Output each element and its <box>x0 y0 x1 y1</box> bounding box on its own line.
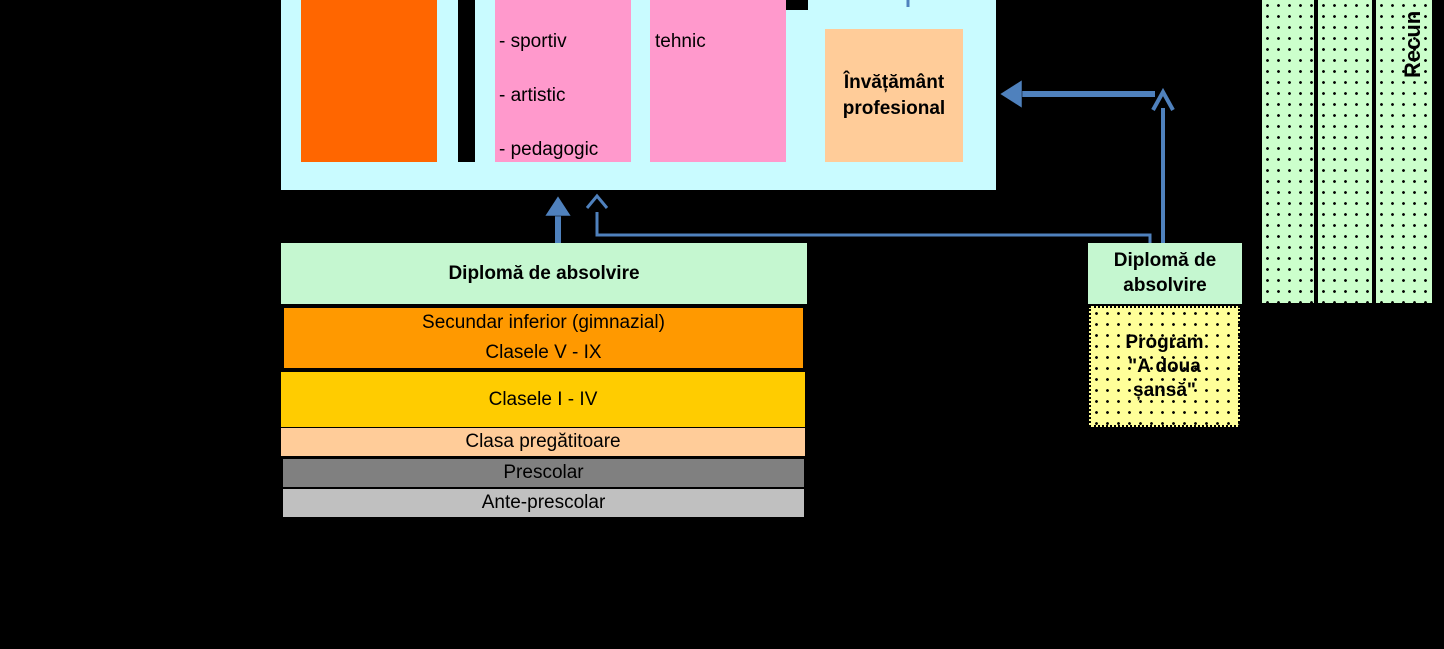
diploma-main-bar: Diplomă de absolvire <box>281 243 807 304</box>
arrowhead-to-vocational <box>999 79 1023 109</box>
arrowhead-diploma-to-profile <box>544 195 572 217</box>
vocational-label-line2: profesional <box>842 97 946 119</box>
profile-pedagogic: - pedagogic <box>499 139 599 160</box>
profile-column: - sportiv - artistic - pedagogic <box>495 0 631 162</box>
black-notch <box>786 0 808 10</box>
stage-gimnazial: Secundar inferior (gimnazial) Clasele V … <box>282 306 805 370</box>
second-chance-diploma-line2: absolvire <box>1123 275 1207 296</box>
stage-primary: Clasele I - IV <box>281 372 805 427</box>
right-column-3 <box>1376 0 1432 305</box>
program-line1: Program <box>1125 331 1204 353</box>
vocational-education-box: Învățământ profesional <box>825 29 963 162</box>
profile-artistic: - artistic <box>499 85 566 106</box>
arrowhead-second-chance-to-profile <box>585 193 609 209</box>
stage-preparatory: Clasa pregătitoare <box>281 428 805 456</box>
gimnazial-label-line2: Clasele V - IX <box>485 342 602 363</box>
vocational-label-line1: Învățământ <box>843 71 945 93</box>
black-divider <box>458 0 475 162</box>
prescolar-label: Prescolar <box>503 462 584 483</box>
right-column-1 <box>1262 0 1316 305</box>
gimnazial-label-line1: Secundar inferior (gimnazial) <box>422 312 665 333</box>
tehnic-label: tehnic <box>655 31 706 52</box>
stage-ante-prescolar: Ante-prescolar <box>282 488 805 518</box>
second-chance-diploma: Diplomă de absolvire <box>1088 243 1242 304</box>
arrow-second-chance-to-profile <box>595 212 1152 243</box>
ante-prescolar-label: Ante-prescolar <box>481 492 606 513</box>
second-chance-program: Program "A doua șansă" <box>1089 306 1240 427</box>
orange-column <box>301 0 437 162</box>
program-line3: șansă" <box>1133 379 1196 401</box>
arrowhead-second-chance-up <box>1151 87 1175 111</box>
second-chance-diploma-line1: Diplomă de <box>1113 250 1217 271</box>
tehnic-column: tehnic <box>650 0 786 162</box>
preparatory-label: Clasa pregătitoare <box>465 431 621 452</box>
primary-label: Clasele I - IV <box>488 388 598 410</box>
profile-sportiv: - sportiv <box>499 31 567 52</box>
program-line2: "A doua <box>1128 355 1201 377</box>
right-column-2 <box>1318 0 1374 305</box>
stage-prescolar: Prescolar <box>282 458 805 488</box>
diploma-main-label: Diplomă de absolvire <box>448 262 640 284</box>
